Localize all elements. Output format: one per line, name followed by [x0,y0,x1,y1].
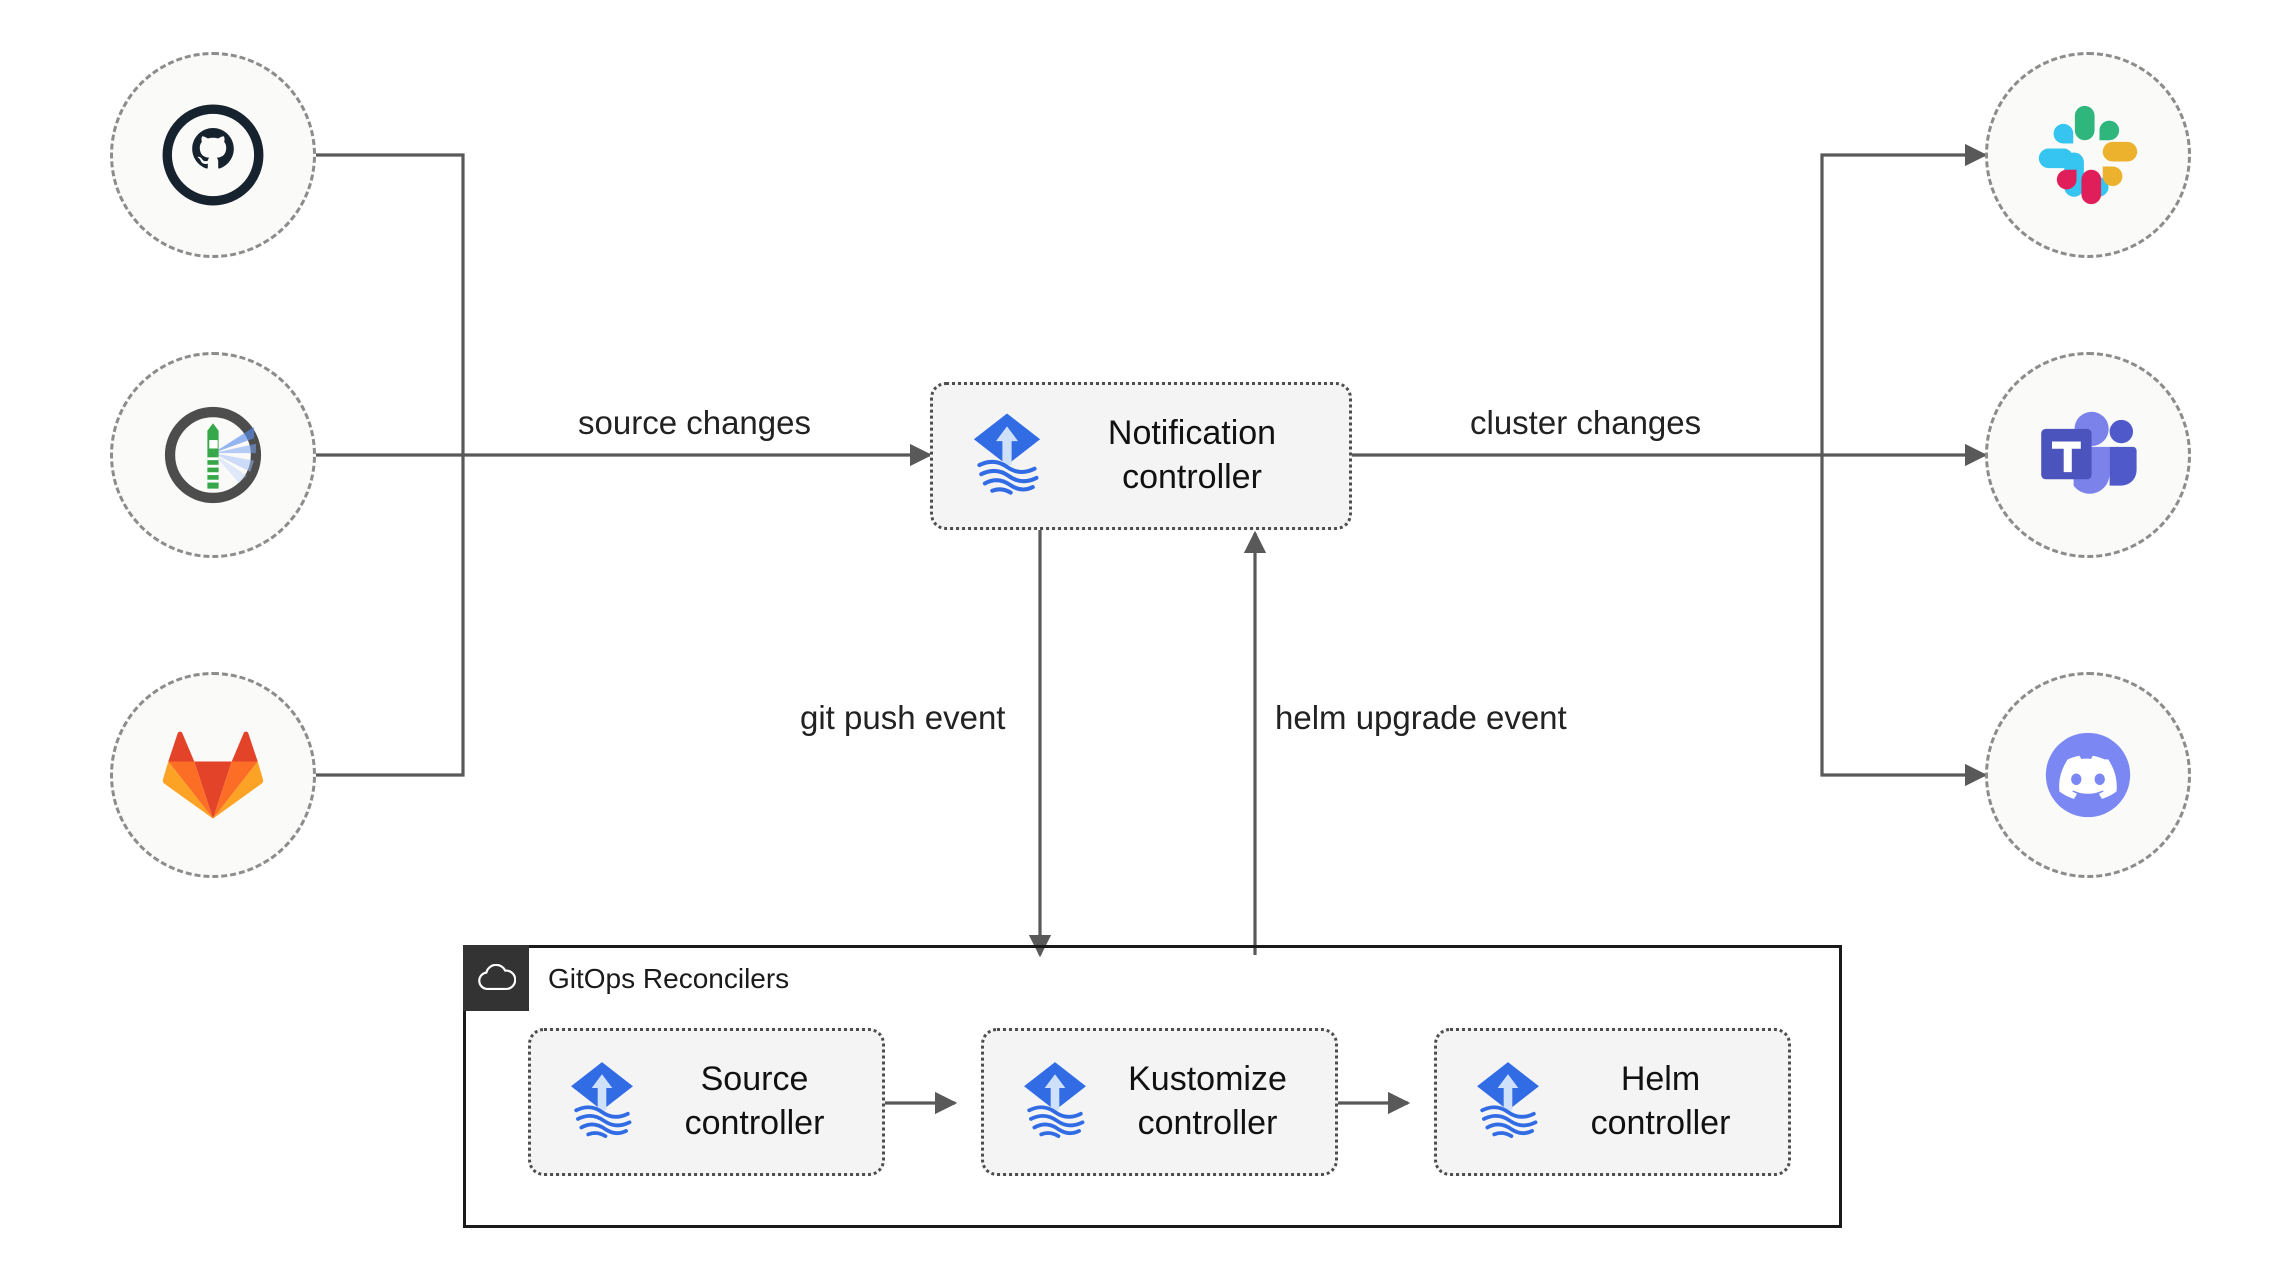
destination-node-discord[interactable] [1985,672,2191,878]
source-node-github[interactable] [110,52,316,258]
gitlab-icon [162,731,264,819]
edge-label-cluster-changes: cluster changes [1470,404,1702,441]
source-node-gitlab[interactable] [110,672,316,878]
source-node-bucket[interactable] [110,352,316,558]
github-icon [162,104,264,206]
edge-gitlab-bus [313,455,465,777]
edge-to-discord [1820,455,1988,787]
gitops-reconcilers-group [463,945,1842,1228]
cloud-icon [478,964,516,990]
helm-controller-label: Helm controller [1590,1060,1731,1142]
notification-controller-box[interactable]: Notification controller [930,382,1352,530]
notification-controller-label: Notification controller [1107,414,1277,496]
kustomize-controller-label: Kustomize controller [1128,1060,1287,1142]
flux-icon [1012,1057,1098,1148]
flux-icon [1465,1057,1551,1148]
destination-node-slack[interactable] [1985,52,2191,258]
edge-github-bus [313,153,465,455]
discord-icon [2045,732,2131,818]
edge-label-helm-upgrade-event: helm upgrade event [1275,699,1567,736]
ms-teams-icon [2041,411,2137,494]
edge-label-source-changes: source changes [578,404,811,441]
gitops-reconcilers-title: GitOps Reconcilers [548,963,790,994]
destination-node-teams[interactable] [1985,352,2191,558]
source-controller-label: Source controller [684,1060,825,1142]
cloud-icon-tab [463,945,529,1011]
slack-icon [2038,105,2138,205]
flux-icon [559,1057,645,1148]
source-controller-box[interactable]: Source controller [528,1028,885,1176]
lighthouse-icon [165,406,261,504]
edge-label-git-push-event: git push event [800,699,1006,736]
helm-controller-box[interactable]: Helm controller [1434,1028,1791,1176]
edge-to-slack [1820,143,1988,455]
kustomize-controller-box[interactable]: Kustomize controller [981,1028,1338,1176]
flux-icon [961,408,1053,505]
